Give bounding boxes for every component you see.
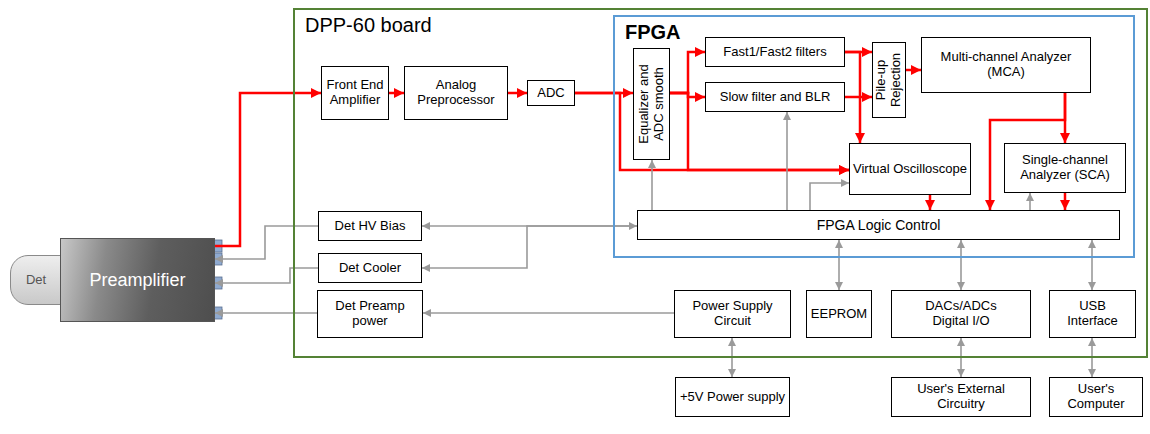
signal-arrow [670, 52, 705, 93]
process-box: Det Cooler [318, 253, 422, 283]
process-box: DACs/ADCs Digital I/O [891, 290, 1031, 338]
control-arrow [215, 312, 317, 314]
box-label: EEPROM [811, 307, 867, 322]
external-box: User's External Circuitry [891, 377, 1031, 417]
box-label: Det Preamp power [321, 299, 419, 329]
process-box: Slow filter and BLR [705, 82, 845, 112]
process-box: Det Preamp power [317, 290, 423, 338]
box-label: Front End Amplifier [325, 78, 385, 108]
process-box: Single-channel Analyzer (SCA) [1004, 143, 1126, 193]
control-arrow [651, 160, 653, 210]
box-label: Equalizer and ADC smooth [637, 52, 667, 156]
box-label: Det HV Bias [335, 219, 406, 234]
control-arrow [215, 268, 318, 283]
process-box: ADC [527, 80, 575, 106]
box-label: Det Cooler [339, 261, 401, 276]
process-box: FPGA Logic Control [637, 210, 1120, 240]
external-box: User's Computer [1049, 377, 1143, 417]
control-arrow [423, 312, 674, 314]
box-label: User's External Circuitry [895, 382, 1027, 412]
group-heading: FPGA [625, 21, 681, 44]
preamp-connector-pins [214, 240, 222, 319]
external-box: +5V Power supply [675, 377, 790, 417]
box-label: Fast1/Fast2 filters [723, 45, 826, 60]
box-label: User's Computer [1053, 382, 1139, 412]
process-box: EEPROM [806, 290, 872, 338]
signal-arrow [845, 52, 860, 143]
process-box: Virtual Oscilloscope [849, 143, 971, 195]
box-label: ADC [537, 86, 564, 101]
box-label: Preamplifier [89, 270, 185, 291]
process-box: Equalizer and ADC smooth [633, 48, 670, 160]
control-arrow [960, 240, 962, 290]
signal-arrow [929, 195, 932, 210]
box-label: +5V Power supply [680, 390, 785, 405]
box-label: Single-channel Analyzer (SCA) [1008, 153, 1122, 183]
box-label: Power Supply Circuit [678, 299, 787, 329]
control-arrow [422, 226, 637, 268]
process-box: Det HV Bias [318, 211, 422, 241]
signal-arrow [845, 96, 872, 99]
box-label: Multi-channel Analyzer (MCA) [925, 50, 1087, 80]
box-label: FPGA Logic Control [817, 217, 941, 233]
box-label: Det [26, 273, 46, 288]
control-arrow [215, 226, 318, 259]
box-label: Virtual Oscilloscope [853, 162, 967, 177]
signal-arrow [215, 93, 321, 246]
signal-arrow [906, 69, 921, 72]
process-box: Pile-up Rejection [872, 42, 906, 118]
fpga-block: FPGA Equalizer and ADC smooth Fast1/Fast2 … [613, 15, 1135, 258]
box-label: Slow filter and BLR [720, 90, 831, 105]
control-arrow [838, 240, 840, 290]
box-label: USB Interface [1053, 299, 1132, 329]
detector-head: Det [10, 255, 62, 305]
control-arrow [786, 112, 788, 210]
group-heading: DPP-60 board [305, 14, 432, 37]
control-arrow [810, 183, 849, 210]
signal-arrow [1064, 193, 1067, 210]
process-box: USB Interface [1049, 290, 1136, 338]
control-arrow [1029, 193, 1031, 210]
process-box: Analog Preprocessor [404, 66, 508, 120]
board-outline: DPP-60 board FPGA Equalizer and ADC smooth… [293, 8, 1148, 358]
signal-arrow [389, 92, 404, 95]
preamplifier-body: Preamplifier [60, 238, 215, 322]
process-box: Front End Amplifier [321, 66, 389, 120]
box-label: DACs/ADCs Digital I/O [914, 299, 1008, 329]
signal-arrow [508, 92, 527, 95]
box-label: Pile-up Rejection [874, 46, 904, 114]
box-label: Analog Preprocessor [408, 78, 504, 108]
process-box: Multi-channel Analyzer (MCA) [921, 37, 1091, 93]
process-box: Power Supply Circuit [674, 290, 791, 338]
process-box: Fast1/Fast2 filters [705, 37, 845, 67]
control-arrow [1091, 240, 1093, 290]
